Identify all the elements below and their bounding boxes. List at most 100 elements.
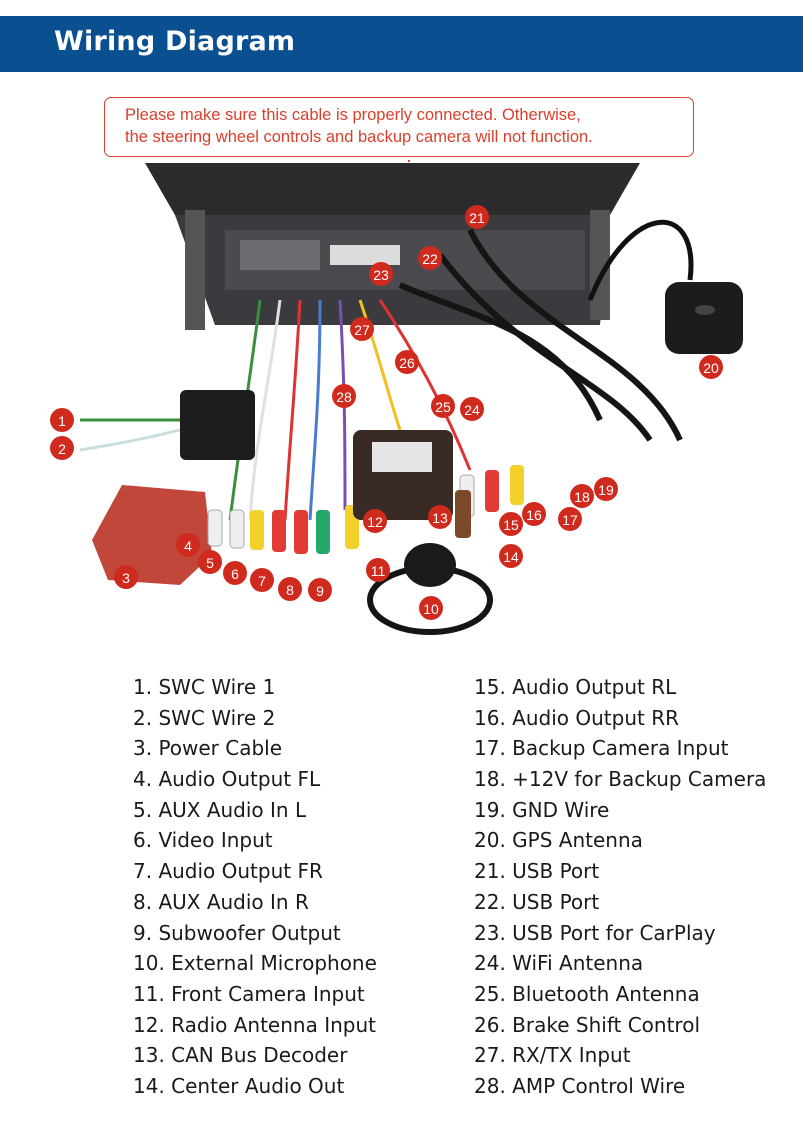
callout-4: 4 bbox=[176, 533, 200, 557]
callout-number: 25 bbox=[435, 399, 451, 415]
callout-number: 13 bbox=[432, 510, 448, 526]
callout-1: 1 bbox=[50, 408, 74, 432]
legend-left-column: 1. SWC Wire 1 2. SWC Wire 2 3. Power Cab… bbox=[133, 672, 377, 1102]
callout-number: 2 bbox=[58, 441, 66, 457]
power-connector bbox=[92, 485, 212, 585]
callout-23: 23 bbox=[369, 262, 393, 286]
callout-circle bbox=[332, 384, 356, 408]
legend-item: 11. Front Camera Input bbox=[133, 981, 365, 1006]
legend-item: 16. Audio Output RR bbox=[474, 705, 679, 730]
callout-number: 27 bbox=[354, 322, 370, 338]
header-banner: Wiring Diagram bbox=[0, 16, 803, 72]
callout-27: 27 bbox=[350, 317, 374, 341]
callout-circle bbox=[499, 544, 523, 568]
callout-20: 20 bbox=[699, 355, 723, 379]
callout-7: 7 bbox=[250, 568, 274, 592]
legend-item: 18. +12V for Backup Camera bbox=[474, 767, 767, 792]
callout-number: 17 bbox=[562, 512, 578, 528]
swc-box bbox=[180, 390, 255, 460]
callout-14: 14 bbox=[499, 544, 523, 568]
callout-number: 22 bbox=[422, 251, 438, 267]
callout-circle bbox=[460, 397, 484, 421]
callout-number: 15 bbox=[503, 517, 519, 533]
legend-item: 21. USB Port bbox=[474, 859, 600, 884]
callout-number: 23 bbox=[373, 267, 389, 283]
callout-circle bbox=[114, 565, 138, 589]
callout-circle bbox=[594, 477, 618, 501]
rca-plugs bbox=[207, 465, 524, 554]
callout-circle bbox=[308, 578, 332, 602]
callout-2: 2 bbox=[50, 436, 74, 460]
callout-11: 11 bbox=[366, 558, 390, 582]
notice-line-1: Please make sure this cable is properly … bbox=[125, 106, 581, 124]
callout-16: 16 bbox=[522, 502, 546, 526]
canbus-label-sticker bbox=[372, 442, 432, 472]
callout-number: 28 bbox=[336, 389, 352, 405]
notice-line-2: the steering wheel controls and backup c… bbox=[125, 128, 593, 146]
callout-circle bbox=[419, 596, 443, 620]
callout-6: 6 bbox=[223, 561, 247, 585]
callout-number: 6 bbox=[231, 566, 239, 582]
callout-circle bbox=[570, 484, 594, 508]
legend-item: 7. Audio Output FR bbox=[133, 859, 323, 884]
legend-item: 6. Video Input bbox=[133, 828, 273, 853]
callout-circle bbox=[431, 394, 455, 418]
microphone bbox=[367, 543, 493, 635]
callout-number: 10 bbox=[423, 601, 439, 617]
callout-circle bbox=[50, 408, 74, 432]
callout-number: 5 bbox=[206, 555, 214, 571]
legend-item: 1. SWC Wire 1 bbox=[133, 675, 276, 699]
callout-5: 5 bbox=[198, 550, 222, 574]
connection-notice: Please make sure this cable is properly … bbox=[104, 97, 694, 157]
callout-number: 4 bbox=[184, 538, 192, 554]
callout-number: 9 bbox=[316, 583, 324, 599]
callout-circle bbox=[176, 533, 200, 557]
callout-circle bbox=[198, 550, 222, 574]
callout-circle bbox=[428, 505, 452, 529]
legend-item: 3. Power Cable bbox=[133, 736, 283, 761]
callout-circle bbox=[366, 558, 390, 582]
callout-number: 21 bbox=[469, 210, 485, 226]
legend-item: 13. CAN Bus Decoder bbox=[133, 1043, 348, 1068]
callout-number: 20 bbox=[703, 360, 719, 376]
legend-item: 20. GPS Antenna bbox=[474, 828, 643, 853]
callout-number: 8 bbox=[286, 582, 294, 598]
callout-9: 9 bbox=[308, 578, 332, 602]
callout-number: 16 bbox=[526, 507, 542, 523]
callout-circle bbox=[522, 502, 546, 526]
callout-number: 19 bbox=[598, 482, 614, 498]
callout-28: 28 bbox=[332, 384, 356, 408]
legend-item: 25. Bluetooth Antenna bbox=[474, 981, 700, 1006]
callout-circle bbox=[278, 577, 302, 601]
callout-circle bbox=[465, 205, 489, 229]
callout-circle bbox=[499, 512, 523, 536]
legend-item: 24. WiFi Antenna bbox=[474, 951, 644, 976]
callout-circle bbox=[350, 317, 374, 341]
gps-antenna bbox=[587, 219, 743, 354]
legend-item: 28. AMP Control Wire bbox=[474, 1073, 686, 1098]
callout-circle bbox=[50, 436, 74, 460]
legend-item: 10. External Microphone bbox=[133, 951, 377, 976]
callout-19: 19 bbox=[594, 477, 618, 501]
callout-10: 10 bbox=[419, 596, 443, 620]
callout-number: 11 bbox=[371, 563, 386, 579]
head-unit bbox=[145, 163, 640, 330]
callout-21: 21 bbox=[465, 205, 489, 229]
legend-item: 27. RX/TX Input bbox=[474, 1043, 631, 1068]
callout-15: 15 bbox=[499, 512, 523, 536]
callout-circle bbox=[418, 246, 442, 270]
callout-12: 12 bbox=[363, 509, 387, 533]
callout-circle bbox=[363, 509, 387, 533]
callout-number: 24 bbox=[464, 402, 480, 418]
callout-circle bbox=[250, 568, 274, 592]
callout-number: 7 bbox=[258, 573, 266, 589]
legend-item: 15. Audio Output RL bbox=[474, 675, 677, 699]
callout-3: 3 bbox=[114, 565, 138, 589]
legend-item: 17. Backup Camera Input bbox=[474, 736, 729, 761]
legend-item: 23. USB Port for CarPlay bbox=[474, 920, 716, 945]
callout-number: 18 bbox=[574, 489, 590, 505]
legend-item: 9. Subwoofer Output bbox=[133, 920, 341, 945]
legend-right-column: 15. Audio Output RL 16. Audio Output RR … bbox=[474, 672, 766, 1102]
legend-item: 5. AUX Audio In L bbox=[133, 797, 307, 822]
callout-13: 13 bbox=[428, 505, 452, 529]
